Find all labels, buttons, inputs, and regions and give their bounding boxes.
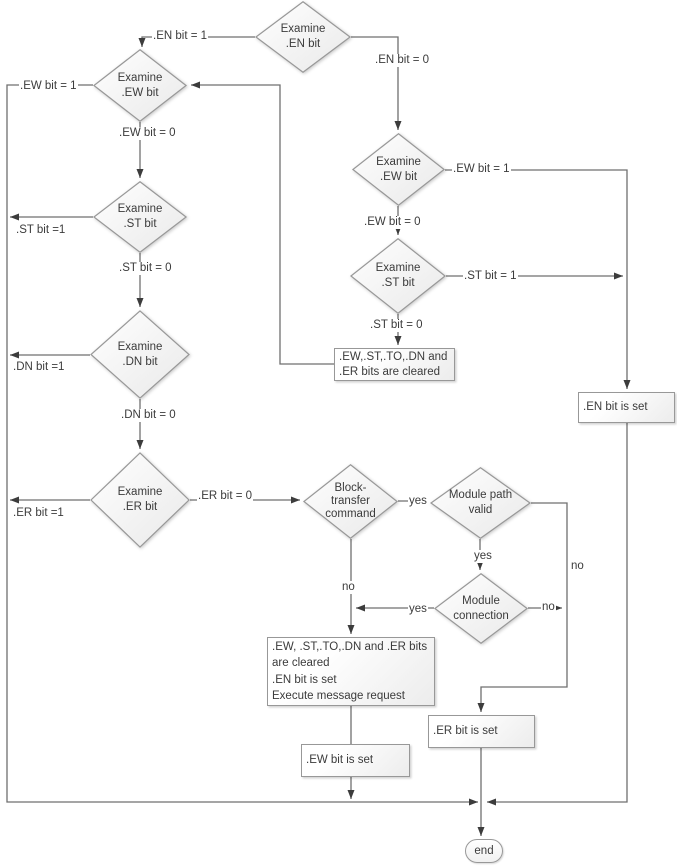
edge-label-ew-bit-1-right: .EW bit = 1 <box>452 163 511 176</box>
diamond-shape-icon <box>90 452 190 548</box>
decision-examine-en-bit: Examine .EN bit <box>255 1 351 73</box>
diamond-shape-icon <box>352 133 445 206</box>
terminator-end: end <box>465 839 503 863</box>
edge-label-ew-bit-0-right: .EW bit = 0 <box>363 216 422 229</box>
decision-module-path-valid: Module path valid <box>430 467 531 539</box>
decision-examine-st-bit-left: Examine .ST bit <box>93 181 187 253</box>
diamond-shape-icon <box>434 573 528 644</box>
decision-label: Examine .ER bit <box>117 486 163 513</box>
diamond-shape-icon <box>430 467 531 539</box>
decision-examine-er-bit: Examine .ER bit <box>90 452 190 548</box>
edge-label-ew-bit-0-left: .EW bit = 0 <box>118 127 177 140</box>
process-bits-are-cleared: .EW,.ST,.TO,.DN and .ER bits are cleared <box>334 348 455 381</box>
process-label: .EW bit is set <box>306 754 374 766</box>
diamond-shape-icon <box>90 310 190 399</box>
edge-label-ew-bit-1-left: .EW bit = 1 <box>19 80 78 93</box>
process-label: .EN bit is set <box>583 401 648 413</box>
decision-label: Examine .ST bit <box>375 262 421 289</box>
diamond-shape-icon <box>350 238 446 314</box>
edge-label-st-bit-1-left: .ST bit =1 <box>15 224 67 237</box>
edge-label-dn-bit-1: .DN bit =1 <box>12 361 66 374</box>
edge-label-module-connection-yes: yes <box>408 603 428 616</box>
decision-label: Examine .EW bit <box>376 155 421 183</box>
edge-label-module-path-yes: yes <box>473 550 493 563</box>
edge-label-block-transfer-yes: yes <box>408 495 428 508</box>
edge-label-en-bit-0: .EN bit = 0 <box>374 54 431 67</box>
decision-label: Module path valid <box>448 489 513 516</box>
process-label: .EW, .ST,.TO,.DN and .ER bits are cleare… <box>272 640 428 703</box>
edge-label-st-bit-1-right: .ST bit = 1 <box>463 270 518 283</box>
edge-label-dn-bit-0: .DN bit = 0 <box>120 409 177 422</box>
process-er-bit-is-set: .ER bit is set <box>428 715 535 748</box>
diamond-shape-icon <box>93 181 187 253</box>
decision-examine-ew-bit-left: Examine .EW bit <box>93 49 187 122</box>
diamond-shape-icon <box>255 1 351 73</box>
edge-label-module-connection-no: no <box>541 601 556 614</box>
edge-label-st-bit-0-left: .ST bit = 0 <box>118 262 173 275</box>
decision-examine-st-bit-right: Examine .ST bit <box>350 238 446 314</box>
decision-block-transfer-command: Block- transfer command <box>303 464 398 539</box>
decision-examine-dn-bit: Examine .DN bit <box>90 310 190 399</box>
process-clear-set-execute: .EW, .ST,.TO,.DN and .ER bits are cleare… <box>267 637 435 706</box>
process-label: .EW,.ST,.TO,.DN and .ER bits are cleared <box>339 350 448 378</box>
process-en-bit-is-set: .EN bit is set <box>578 392 675 423</box>
decision-examine-ew-bit-right: Examine .EW bit <box>352 133 445 206</box>
edge-label-module-path-no: no <box>570 560 585 573</box>
process-ew-bit-is-set: .EW bit is set <box>301 744 410 777</box>
diamond-shape-icon <box>93 49 187 122</box>
decision-label: Module connection <box>453 594 509 622</box>
terminator-label: end <box>474 845 494 857</box>
edge-label-er-bit-1: .ER bit =1 <box>12 507 65 520</box>
decision-label: Examine .ST bit <box>117 203 163 230</box>
decision-label: Examine .DN bit <box>117 340 163 368</box>
edge-label-er-bit-0: .ER bit = 0 <box>197 490 254 503</box>
diamond-shape-icon <box>303 464 398 539</box>
decision-label: Examine .EW bit <box>117 71 163 99</box>
decision-label: Examine .EN bit <box>280 23 326 50</box>
edge-label-st-bit-0-right: .ST bit = 0 <box>369 319 424 332</box>
decision-label: Block- transfer command <box>325 482 376 520</box>
process-label: .ER bit is set <box>433 725 498 737</box>
edge-label-en-bit-1: .EN bit = 1 <box>152 30 209 43</box>
edge-label-block-transfer-no: no <box>341 581 356 594</box>
decision-module-connection: Module connection <box>434 573 528 644</box>
